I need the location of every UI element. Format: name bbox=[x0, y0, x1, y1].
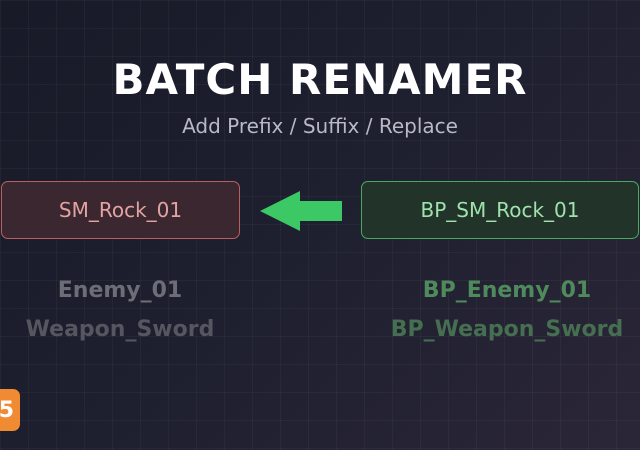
renamed-example-1: BP_Enemy_01 bbox=[422, 278, 592, 303]
page-subtitle: Add Prefix / Suffix / Replace bbox=[182, 114, 458, 138]
count-badge: 5 bbox=[0, 389, 20, 431]
original-example-2: Weapon_Sword bbox=[25, 317, 215, 342]
arrow-left-icon bbox=[260, 191, 342, 231]
renamed-example-2: BP_Weapon_Sword bbox=[390, 317, 624, 342]
page-title: BATCH RENAMER bbox=[112, 55, 528, 104]
original-example-1: Enemy_01 bbox=[57, 278, 183, 303]
original-name-box: SM_Rock_01 bbox=[1, 181, 240, 239]
renamed-name-box: BP_SM_Rock_01 bbox=[361, 181, 639, 239]
